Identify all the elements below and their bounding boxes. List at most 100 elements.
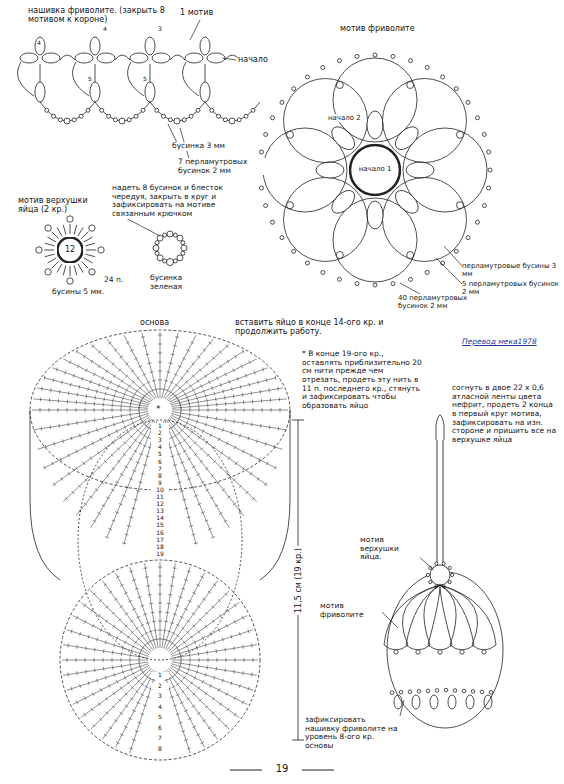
bead (72, 118, 76, 122)
crochet-column (116, 573, 155, 650)
stitch-tick (249, 383, 250, 387)
crochet-column (168, 351, 244, 401)
annotation-text: бусинка 3 мм (172, 142, 225, 151)
stitch-tick (194, 641, 196, 645)
stitch-tick (98, 466, 101, 469)
stitch-tick (40, 408, 41, 412)
bead (471, 690, 475, 694)
bead-2mm (409, 59, 413, 63)
stitch-tick (187, 748, 191, 749)
stitch-tick (206, 399, 208, 403)
bead-ring (173, 259, 177, 263)
annotation-text: мотив фриволите (340, 24, 415, 33)
stitch-tick (233, 479, 236, 482)
stitch-tick (158, 335, 162, 336)
stitch-tick (82, 377, 83, 381)
stitch-tick (116, 636, 118, 640)
stitch-tick (114, 423, 115, 427)
stitch-tick (202, 720, 205, 722)
stitch-tick (173, 445, 177, 447)
stitch-tick (94, 402, 95, 406)
stitch-tick (65, 371, 66, 375)
stitch-tick (219, 365, 221, 368)
tatting-chain (170, 55, 185, 60)
stitch-tick (270, 398, 271, 402)
bead-2mm (438, 650, 442, 654)
stitch-tick (143, 445, 147, 447)
annotation-text: перламутровые бусины 3 мм (462, 262, 560, 278)
crochet-column (107, 339, 155, 399)
stitch-tick (75, 467, 77, 470)
crochet-column (165, 339, 213, 399)
stitch-tick (214, 425, 215, 429)
ring-circle (350, 145, 400, 195)
stitch-tick (138, 366, 142, 368)
bead (189, 114, 193, 118)
bead (52, 114, 56, 118)
stitch-tick (242, 421, 244, 425)
stitch-tick (103, 397, 105, 401)
stitch-tick (76, 658, 77, 662)
crochet-column (73, 616, 150, 655)
row-number: 6 (151, 725, 169, 732)
stitch-tick (220, 614, 222, 617)
crochet-column (91, 344, 154, 400)
bead-2mm (441, 75, 445, 79)
stitch-tick (164, 621, 168, 623)
stitch-tick (173, 567, 177, 569)
stitch-tick (120, 584, 124, 586)
bead (453, 689, 457, 693)
crochet-column (165, 671, 204, 748)
stitch-tick (182, 358, 186, 360)
crochet-column (91, 591, 152, 652)
stitch-tick (189, 405, 190, 409)
crochet-column (44, 415, 150, 468)
stitch-tick (125, 466, 128, 468)
bead-5mm (36, 247, 42, 253)
stitch-tick (141, 624, 145, 626)
crochet-stitch (47, 258, 56, 263)
stitch-tick (184, 392, 186, 396)
stitch-tick (180, 491, 184, 492)
tatting-ring (97, 53, 115, 63)
stitch-tick (125, 625, 128, 628)
stitch-tick (112, 399, 114, 403)
stitch-tick (241, 365, 243, 369)
stitch-tick (85, 369, 87, 373)
stitch-tick (131, 631, 134, 634)
annotation-text: 7 перламутровых бусинок 2 мм (178, 158, 266, 175)
stitch-tick (172, 392, 175, 395)
stitch-tick (239, 632, 240, 636)
stitch-tick (122, 495, 126, 497)
stitch-tick (205, 423, 206, 427)
stitch-tick (150, 371, 154, 373)
stitch-tick (92, 345, 95, 348)
stitch-tick (170, 585, 174, 587)
stitch-tick (121, 408, 122, 412)
stitch-tick (214, 676, 215, 680)
stitch-tick (145, 632, 149, 634)
stitch-tick (94, 418, 96, 422)
stitch-tick (93, 520, 96, 522)
stitch-tick (180, 637, 183, 640)
crochet-stitch (57, 264, 62, 273)
stitch-tick (180, 462, 184, 464)
bead-2mm (482, 132, 486, 136)
stitch-tick (117, 460, 120, 462)
stitch-tick (187, 435, 190, 438)
stitch-tick (92, 442, 94, 446)
stitch-tick (103, 667, 105, 671)
stitch-tick (84, 479, 87, 482)
stitch-tick (233, 394, 235, 398)
stitch-tick (205, 673, 206, 677)
stitch-tick (67, 408, 68, 412)
stitch-tick (227, 609, 229, 612)
stitch-tick (184, 710, 188, 712)
stitch-tick (250, 454, 252, 458)
stitch-tick (208, 408, 209, 412)
stitch-tick (188, 417, 189, 421)
stitch-tick (205, 705, 208, 708)
stitch-tick (120, 630, 122, 633)
stitch-tick (213, 734, 216, 736)
stitch-tick (135, 641, 137, 644)
